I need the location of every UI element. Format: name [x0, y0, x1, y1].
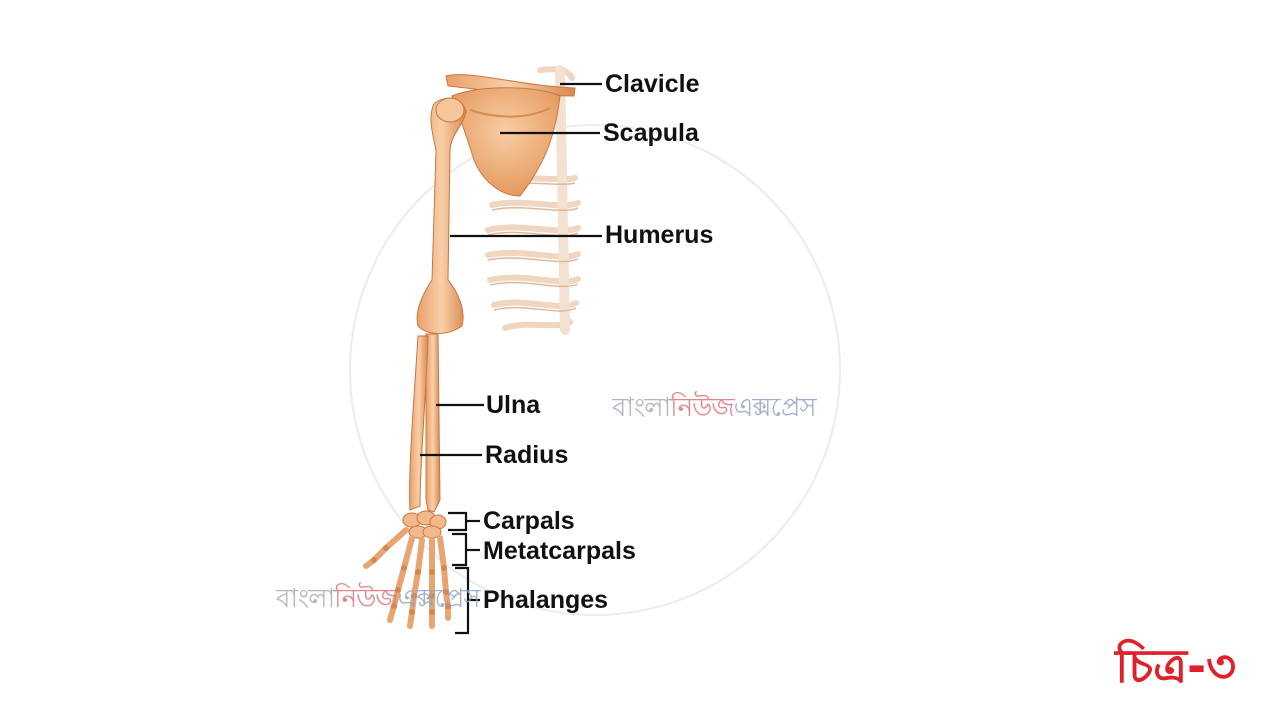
humerus-bone — [417, 98, 466, 333]
figure-label: চিত্র-৩ — [1115, 643, 1236, 689]
label-phalanges: Phalanges — [483, 588, 608, 613]
ulna-bone — [426, 334, 440, 512]
label-ulna: Ulna — [486, 393, 540, 418]
watermark-lower: বাংলানিউজএক্সপ্রেস — [276, 578, 480, 622]
watermark-part2: নিউজ — [334, 584, 397, 614]
radius-bone — [410, 336, 428, 510]
watermark-part3: এক্সপ্রেস — [398, 584, 480, 614]
watermark-part1: বাংলা — [612, 393, 670, 423]
label-humerus: Humerus — [605, 223, 713, 248]
watermark-center: বাংলানিউজএক্সপ্রেস — [612, 387, 816, 431]
label-clavicle: Clavicle — [605, 72, 700, 97]
watermark-part3: এক্সপ্রেস — [734, 393, 816, 423]
carpal-bones — [403, 511, 446, 538]
label-metacarpals: Metatcarpals — [483, 539, 636, 564]
label-radius: Radius — [485, 443, 568, 468]
watermark-part1: বাংলা — [276, 584, 334, 614]
label-carpals: Carpals — [483, 509, 575, 534]
label-scapula: Scapula — [603, 121, 699, 146]
watermark-part2: নিউজ — [670, 393, 733, 423]
